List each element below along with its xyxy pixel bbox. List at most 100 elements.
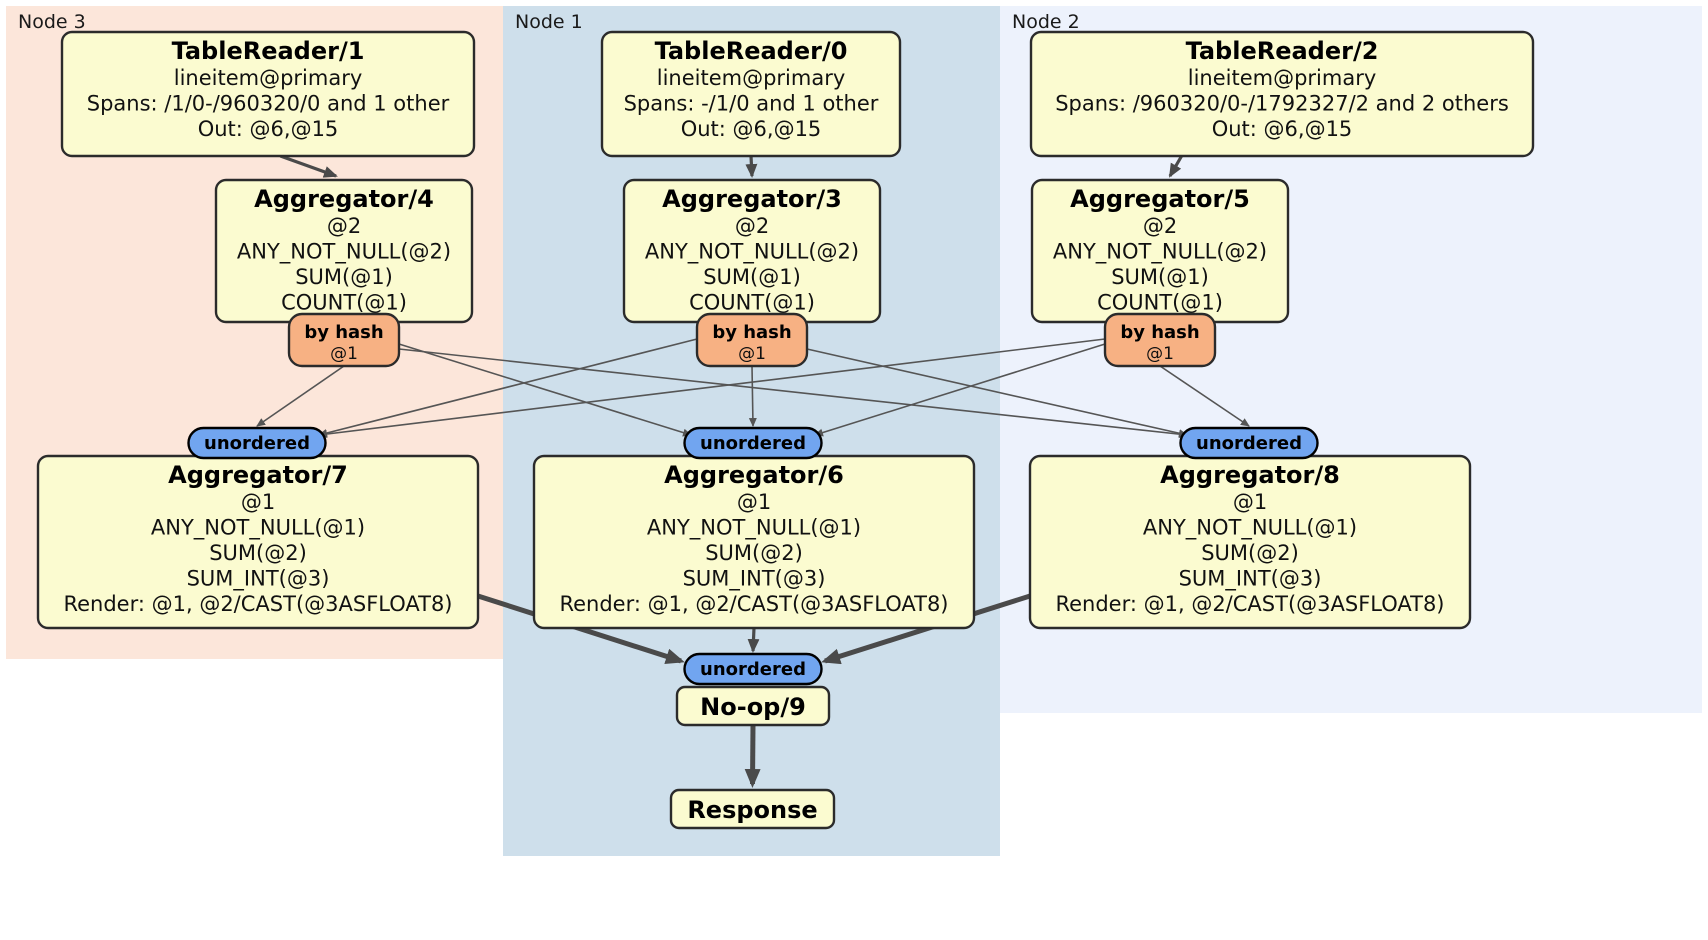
processor-detail-line: @1 <box>1233 490 1267 514</box>
processor-detail-line: ANY_NOT_NULL(@1) <box>151 516 365 541</box>
edge-hash-node3-to-unordered-node2 <box>398 348 1188 439</box>
hash-router-column: @1 <box>1146 344 1174 364</box>
processor-response[interactable]: Response <box>669 788 836 830</box>
processor-title: TableReader/2 <box>1186 37 1379 65</box>
processor-detail-line: SUM(@1) <box>703 265 801 289</box>
processor-detail-line: Render: @1, @2/CAST(@3ASFLOAT8) <box>1055 592 1444 616</box>
processor-aggregator-5[interactable]: Aggregator/5@2ANY_NOT_NULL(@2)SUM(@1)COU… <box>1030 178 1290 324</box>
processor-detail-line: COUNT(@1) <box>1097 291 1223 315</box>
edge-hash-node3-to-unordered-node1 <box>398 343 692 437</box>
processor-box[interactable] <box>669 788 836 830</box>
hash-router-badge[interactable] <box>287 312 401 368</box>
processor-detail-line: Out: @6,@15 <box>1212 117 1353 141</box>
edge-aggregator6-noop9 <box>747 627 760 653</box>
processor-detail-line: Out: @6,@15 <box>681 117 822 141</box>
edge-hash-node2-to-unordered-node3 <box>318 338 1106 439</box>
processor-aggregator-8[interactable]: Aggregator/8@1ANY_NOT_NULL(@1)SUM(@2)SUM… <box>1028 454 1472 630</box>
processor-detail-line: ANY_NOT_NULL(@1) <box>647 516 861 541</box>
processor-detail-line: ANY_NOT_NULL(@2) <box>237 240 451 265</box>
node-panel-label: Node 1 <box>515 11 583 33</box>
hash-router-column: @1 <box>738 344 766 364</box>
processor-detail-line: COUNT(@1) <box>689 291 815 315</box>
processor-detail-line: @2 <box>1143 214 1177 238</box>
unordered-sync-unordered-node2[interactable]: unordered <box>1179 426 1319 460</box>
processor-detail-line: Spans: /1/0-/960320/0 and 1 other <box>87 92 450 116</box>
processor-title: No-op/9 <box>700 693 806 721</box>
processor-detail-line: SUM_INT(@3) <box>1179 567 1322 592</box>
hash-router-label: by hash <box>712 322 791 343</box>
hash-router-hash-node2[interactable]: by hash@1 <box>1103 312 1217 368</box>
processor-no-op-9[interactable]: No-op/9 <box>675 685 831 727</box>
unordered-label: unordered <box>700 659 806 680</box>
processor-detail-line: @1 <box>241 490 275 514</box>
processor-title: Aggregator/5 <box>1070 185 1250 213</box>
edge-tablereader2-aggregator5 <box>1168 155 1183 178</box>
processor-detail-line: @2 <box>735 214 769 238</box>
processor-title: TableReader/0 <box>655 37 848 65</box>
processor-title: Response <box>687 796 817 824</box>
edge-noop9-response <box>744 724 761 788</box>
unordered-label: unordered <box>204 433 310 454</box>
unordered-badge[interactable] <box>1179 426 1319 460</box>
hash-router-hash-node3[interactable]: by hash@1 <box>287 312 401 368</box>
processor-detail-line: ANY_NOT_NULL(@2) <box>1053 240 1267 265</box>
hash-router-column: @1 <box>330 344 358 364</box>
processor-title: TableReader/1 <box>172 37 365 65</box>
unordered-sync-unordered-node3[interactable]: unordered <box>187 426 327 460</box>
processor-detail-line: Spans: -/1/0 and 1 other <box>624 92 879 116</box>
processor-detail-line: ANY_NOT_NULL(@1) <box>1143 516 1357 541</box>
processor-detail-line: lineitem@primary <box>1188 66 1377 90</box>
processor-aggregator-6[interactable]: Aggregator/6@1ANY_NOT_NULL(@1)SUM(@2)SUM… <box>532 454 976 630</box>
edge-hash-node2-to-unordered-node1 <box>814 343 1106 437</box>
processor-title: Aggregator/7 <box>168 461 348 489</box>
unordered-sync-unordered-final[interactable]: unordered <box>683 652 823 686</box>
processor-detail-line: SUM(@2) <box>705 541 803 565</box>
processor-detail-line: lineitem@primary <box>657 66 846 90</box>
processor-box[interactable] <box>600 30 902 158</box>
node-panel-label: Node 3 <box>18 11 86 33</box>
processor-aggregator-3[interactable]: Aggregator/3@2ANY_NOT_NULL(@2)SUM(@1)COU… <box>622 178 882 324</box>
processor-detail-line: lineitem@primary <box>174 66 363 90</box>
hash-router-badge[interactable] <box>1103 312 1217 368</box>
unordered-badge[interactable] <box>683 426 823 460</box>
processor-detail-line: ANY_NOT_NULL(@2) <box>645 240 859 265</box>
processor-title: Aggregator/3 <box>662 185 842 213</box>
unordered-badge[interactable] <box>683 652 823 686</box>
hash-router-badge[interactable] <box>695 312 809 368</box>
processor-detail-line: SUM_INT(@3) <box>187 567 330 592</box>
edge-hash-node3-to-unordered-node3 <box>256 365 345 427</box>
unordered-badge[interactable] <box>187 426 327 460</box>
hash-router-hash-node1[interactable]: by hash@1 <box>695 312 809 368</box>
unordered-label: unordered <box>700 433 806 454</box>
edge-hash-node1-to-unordered-node1 <box>748 365 757 427</box>
processor-detail-line: @2 <box>327 214 361 238</box>
processor-detail-line: SUM_INT(@3) <box>683 567 826 592</box>
processor-box[interactable] <box>1029 30 1535 158</box>
edge-tablereader0-aggregator3 <box>745 155 758 178</box>
processor-detail-line: SUM(@2) <box>1201 541 1299 565</box>
unordered-sync-unordered-node1[interactable]: unordered <box>683 426 823 460</box>
processor-box[interactable] <box>675 685 831 727</box>
processor-detail-line: Out: @6,@15 <box>198 117 339 141</box>
processor-aggregator-7[interactable]: Aggregator/7@1ANY_NOT_NULL(@1)SUM(@2)SUM… <box>36 454 480 630</box>
processor-title: Aggregator/4 <box>254 185 434 213</box>
processor-box[interactable] <box>60 30 476 158</box>
edge-hash-node1-to-unordered-node2 <box>806 348 1188 438</box>
processor-detail-line: SUM(@2) <box>209 541 307 565</box>
processor-title: Aggregator/6 <box>664 461 844 489</box>
processor-aggregator-4[interactable]: Aggregator/4@2ANY_NOT_NULL(@2)SUM(@1)COU… <box>214 178 474 324</box>
processor-detail-line: SUM(@1) <box>295 265 393 289</box>
hash-router-label: by hash <box>304 322 383 343</box>
edge-hash-node2-to-unordered-node2 <box>1159 365 1250 427</box>
processor-detail-line: @1 <box>737 490 771 514</box>
processor-detail-line: Spans: /960320/0-/1792327/2 and 2 others <box>1055 92 1509 116</box>
processor-title: Aggregator/8 <box>1160 461 1340 489</box>
hash-router-label: by hash <box>1120 322 1199 343</box>
